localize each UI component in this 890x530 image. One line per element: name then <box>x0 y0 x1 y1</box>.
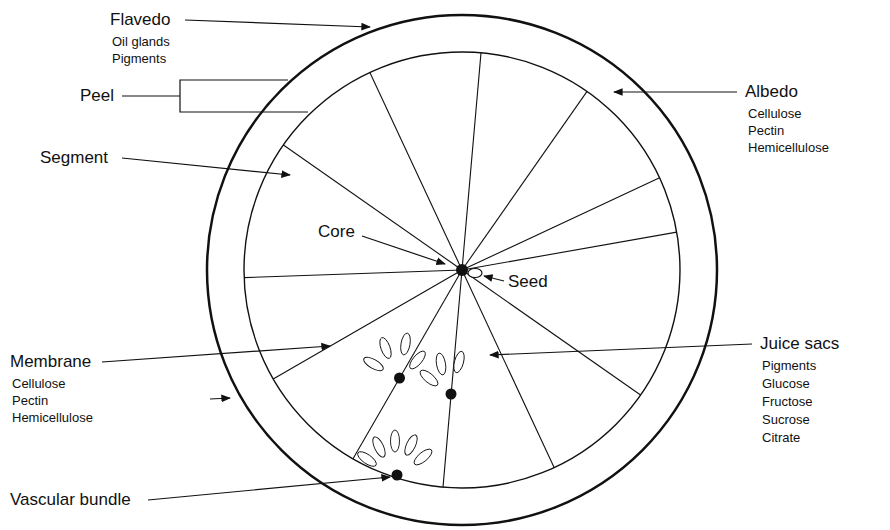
segment-membrane <box>283 145 462 270</box>
part-label: Pectin <box>12 393 48 409</box>
peel-leader <box>122 95 180 96</box>
segment-membrane <box>370 72 462 270</box>
part-label: Fructose <box>762 394 813 410</box>
vascular-bundle-dot <box>394 373 405 384</box>
juice-sac <box>418 367 441 388</box>
segment-membrane <box>462 91 587 270</box>
segment-membrane <box>462 53 481 270</box>
vascular-leader <box>148 477 390 500</box>
albedo-leader <box>614 91 737 92</box>
segment-membrane <box>462 178 660 270</box>
juice-sac <box>435 352 448 375</box>
juice-sac <box>370 435 387 459</box>
vascular-bundle-dot <box>392 470 403 481</box>
part-label: Pigments <box>112 51 166 67</box>
part-label: Peel <box>80 86 114 106</box>
segment-membrane <box>273 270 462 379</box>
juice-sac <box>391 430 400 452</box>
juice-sacs-leader <box>490 344 752 355</box>
segment-membrane <box>462 232 677 270</box>
part-label: Cellulose <box>12 376 65 392</box>
part-label: Glucose <box>762 376 810 392</box>
part-label: Membrane <box>10 352 91 372</box>
part-label: Cellulose <box>748 106 801 122</box>
stray-arrow <box>210 398 230 399</box>
segment-leader <box>122 158 290 175</box>
juice-sac <box>355 449 378 469</box>
juice-sac <box>362 355 386 374</box>
vascular-bundle-dot <box>446 389 457 400</box>
core-dot <box>456 264 468 276</box>
part-label: Core <box>318 222 355 242</box>
juice-sacs <box>355 332 466 480</box>
membrane-leader <box>102 346 330 362</box>
part-label: Hemicellulose <box>12 410 93 426</box>
leader-lines <box>102 20 752 500</box>
part-label: Pectin <box>748 123 784 139</box>
segment-membrane <box>244 270 462 278</box>
part-label: Pigments <box>762 358 816 374</box>
juice-sac <box>378 336 394 360</box>
peel-bracket <box>180 80 308 112</box>
juice-sac <box>402 433 419 457</box>
part-label: Citrate <box>762 430 800 446</box>
seed-leader <box>484 276 504 281</box>
core-leader <box>362 236 445 264</box>
segment-membrane <box>443 270 462 487</box>
juice-sac <box>452 350 466 374</box>
segment-membrane <box>462 270 641 395</box>
part-label: Seed <box>508 272 548 292</box>
part-label: Albedo <box>745 82 798 102</box>
part-label: Juice sacs <box>760 334 839 354</box>
juice-sac <box>399 332 412 355</box>
seed-shape <box>468 269 482 278</box>
part-label: Sucrose <box>762 412 810 428</box>
segment-membrane <box>353 270 462 459</box>
flavedo-leader <box>185 20 370 27</box>
part-label: Segment <box>40 148 108 168</box>
albedo-inner-outline <box>244 52 680 488</box>
juice-sac <box>412 446 435 467</box>
segment-membranes <box>244 53 677 487</box>
segment-membrane <box>462 270 554 468</box>
part-label: Hemicellulose <box>748 140 829 156</box>
part-label: Vascular bundle <box>10 490 131 510</box>
juice-sac <box>407 349 428 372</box>
part-label: Flavedo <box>110 10 170 30</box>
part-label: Oil glands <box>112 34 170 50</box>
